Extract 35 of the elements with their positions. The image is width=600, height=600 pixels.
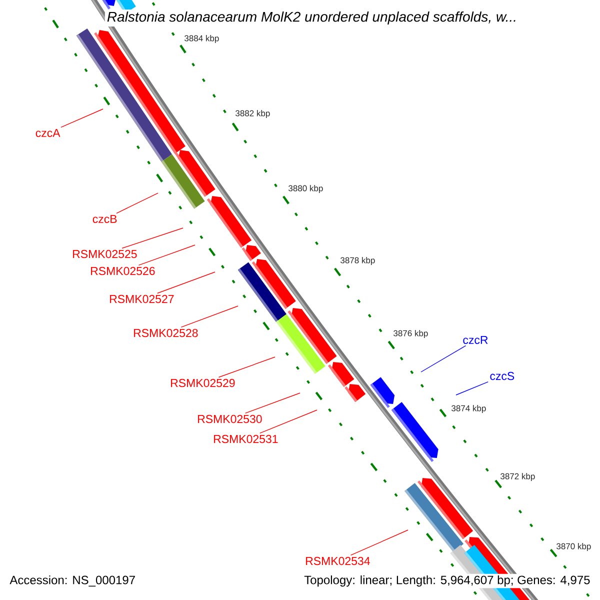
leader-line xyxy=(244,392,300,414)
gene-label: czcA xyxy=(36,129,60,138)
summary-text: Topology: linear; Length: 5,964,607 bp; Genes: 4,975 xyxy=(302,574,592,588)
gene-label: RSMK02530 xyxy=(198,414,262,424)
tick-label: 3870 kbp xyxy=(556,543,591,551)
leader-line xyxy=(420,345,466,372)
tick-label: 3876 kbp xyxy=(394,330,428,338)
tick-label: 3872 kbp xyxy=(500,473,535,481)
leader-line xyxy=(218,356,276,378)
leader-line xyxy=(260,410,318,434)
accession-text: Accession: NS_000197 xyxy=(8,574,138,588)
title: Ralstonia solanacearum MolK2 unordered unplaced scaffolds, w... xyxy=(104,9,520,27)
leader-line xyxy=(60,108,104,128)
gene-label: RSMK02534 xyxy=(306,556,370,566)
leader-line xyxy=(350,530,408,556)
tick-label: 3884 kbp xyxy=(184,35,219,43)
tick-label: 3874 kbp xyxy=(452,405,486,413)
gene-label: czcR xyxy=(463,336,488,344)
gene-label: czcB xyxy=(92,215,117,224)
gene-label: RSMK02527 xyxy=(110,294,174,304)
leader-line xyxy=(138,244,196,266)
leader-line xyxy=(116,192,158,214)
gene-label: RSMK02531 xyxy=(214,434,278,444)
leader-line xyxy=(122,228,184,249)
gene-label: RSMK02528 xyxy=(134,328,198,338)
tick-label: 3878 kbp xyxy=(340,257,375,265)
tick-label: 3882 kbp xyxy=(236,110,270,118)
gene-label: RSMK02525 xyxy=(73,250,137,258)
leader-line xyxy=(456,381,488,396)
gene-label: RSMK02526 xyxy=(91,266,155,276)
tick-label: 3880 kbp xyxy=(288,185,323,193)
leader-line xyxy=(157,272,216,294)
leader-line xyxy=(180,306,238,328)
gene-label: RSMK02529 xyxy=(171,378,235,388)
gene-label: czcS xyxy=(490,372,514,380)
